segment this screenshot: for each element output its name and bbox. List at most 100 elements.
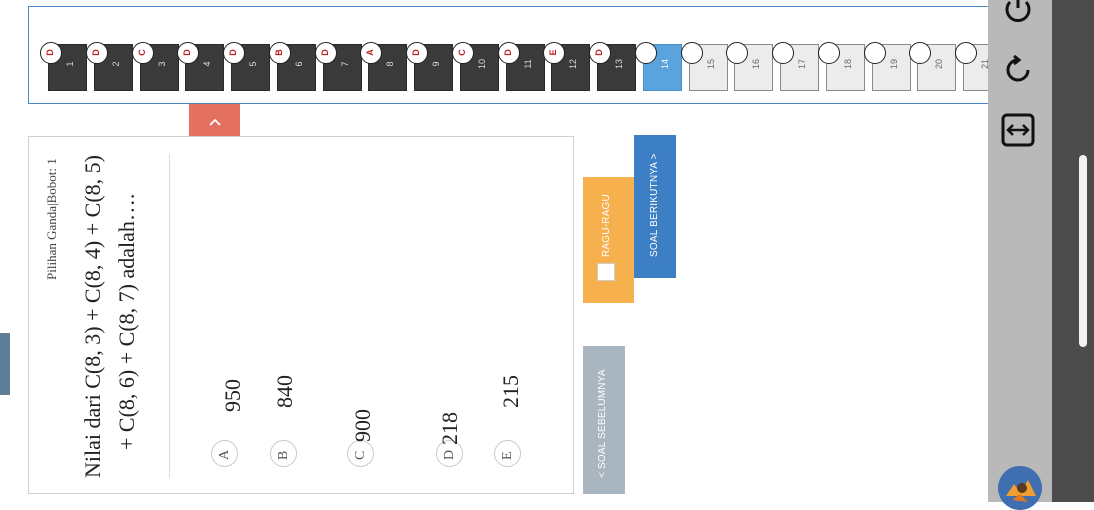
question-number-label: 14 <box>659 59 670 70</box>
power-icon[interactable] <box>1000 0 1036 26</box>
refresh-icon[interactable] <box>1000 52 1036 88</box>
option-d-value[interactable]: 218 <box>437 412 462 445</box>
question-number-18[interactable]: 18 <box>817 42 865 91</box>
answer-marker: A <box>360 42 383 64</box>
question-card <box>28 136 574 494</box>
question-number-label: 9 <box>431 61 441 67</box>
answer-letter <box>910 43 929 62</box>
question-number-16[interactable]: 16 <box>726 42 774 91</box>
question-number-label: 17 <box>797 59 807 70</box>
question-number-label: 13 <box>614 59 624 70</box>
answer-letter: D <box>594 49 604 56</box>
option-a-radio[interactable]: A <box>211 440 238 467</box>
card-divider <box>169 154 170 478</box>
answer-letter: C <box>136 49 147 56</box>
option-a-value[interactable]: 950 <box>220 379 245 412</box>
answer-letter <box>636 43 655 62</box>
answer-letter: D <box>90 49 101 56</box>
previous-question-label: < SOAL SEBELUMNYA <box>597 369 608 478</box>
answer-letter: D <box>411 49 421 56</box>
question-number-21[interactable]: 21 <box>955 42 989 91</box>
answer-letter: D <box>182 49 193 56</box>
answer-marker <box>863 42 886 64</box>
question-number-label: 1 <box>65 61 75 67</box>
answer-marker <box>817 42 840 64</box>
option-letter: B <box>276 450 291 460</box>
question-number-label: 3 <box>156 61 167 67</box>
answer-letter <box>682 43 701 62</box>
side-toolbar <box>988 0 1052 502</box>
answer-marker <box>634 42 657 64</box>
resize-icon[interactable] <box>1000 112 1036 148</box>
question-number-label: 16 <box>751 59 762 70</box>
answer-marker: D <box>406 42 428 64</box>
question-text-line2: + C(8, 6) + C(8, 7) adalah…. <box>114 193 139 450</box>
question-number-10[interactable]: C 10 <box>451 42 499 91</box>
question-number-19[interactable]: 19 <box>863 42 911 91</box>
avatar[interactable] <box>998 466 1042 510</box>
question-number-label: 19 <box>888 59 899 70</box>
answer-marker: D <box>314 42 337 64</box>
option-b-value[interactable]: 840 <box>272 375 297 408</box>
ragu-ragu-checkbox[interactable] <box>597 263 615 281</box>
answer-letter: D <box>502 49 513 56</box>
answer-letter: C <box>456 49 467 56</box>
question-number-label: 10 <box>476 59 487 70</box>
answer-marker: D <box>40 42 62 64</box>
question-number-12[interactable]: E 12 <box>543 42 591 91</box>
question-number-17[interactable]: 17 <box>772 42 819 91</box>
answer-letter: B <box>273 49 284 56</box>
previous-question-button[interactable]: < SOAL SEBELUMNYA <box>583 346 625 494</box>
option-c-value[interactable]: 900 <box>350 409 375 442</box>
question-number-20[interactable]: 20 <box>909 42 957 91</box>
answer-marker: B <box>268 42 291 64</box>
answer-marker: D <box>177 42 200 64</box>
option-b-radio[interactable]: B <box>270 440 297 467</box>
question-text-line1: Nilai dari C(8, 3) + C(8, 4) + C(8, 5) <box>80 155 105 478</box>
option-d-radio[interactable]: D <box>436 440 463 467</box>
option-c-radio[interactable]: C <box>347 440 374 467</box>
question-number-14[interactable]: 14 <box>634 42 682 91</box>
answer-marker: C <box>451 42 474 64</box>
answer-letter <box>773 43 792 62</box>
question-number-label: 18 <box>842 59 853 70</box>
left-edge-tab <box>0 333 10 395</box>
next-question-button[interactable]: SOAL BERIKUTNYA > <box>634 135 676 278</box>
chevron-up-icon <box>208 104 222 141</box>
ragu-ragu-button[interactable]: RAGU-RAGU <box>583 177 634 303</box>
answer-marker <box>955 42 977 64</box>
answer-letter: A <box>365 49 376 56</box>
answer-letter: D <box>319 49 330 56</box>
question-number-label: 8 <box>385 61 396 67</box>
option-e-value[interactable]: 215 <box>498 375 523 408</box>
question-number-15[interactable]: 15 <box>680 42 728 91</box>
scrollbar-thumb[interactable] <box>1079 155 1087 347</box>
ragu-ragu-label: RAGU-RAGU <box>601 194 612 257</box>
question-number-label: 15 <box>705 59 716 70</box>
answer-letter: D <box>45 49 55 56</box>
answer-marker: D <box>223 42 245 64</box>
answer-letter: D <box>228 49 238 56</box>
next-question-label: SOAL BERIKUTNYA > <box>649 153 660 257</box>
option-letter: A <box>217 449 232 460</box>
option-e-radio[interactable]: E <box>494 440 521 467</box>
answer-marker: C <box>131 42 154 64</box>
question-number-13[interactable]: D 13 <box>589 42 636 91</box>
question-number-label: 20 <box>934 59 945 70</box>
answer-letter <box>956 43 975 62</box>
answer-marker: D <box>589 42 611 64</box>
question-number-label: 12 <box>568 59 579 70</box>
answer-letter: E <box>548 49 559 56</box>
collapse-toggle-button[interactable] <box>189 104 240 141</box>
option-letter: C <box>353 450 368 460</box>
